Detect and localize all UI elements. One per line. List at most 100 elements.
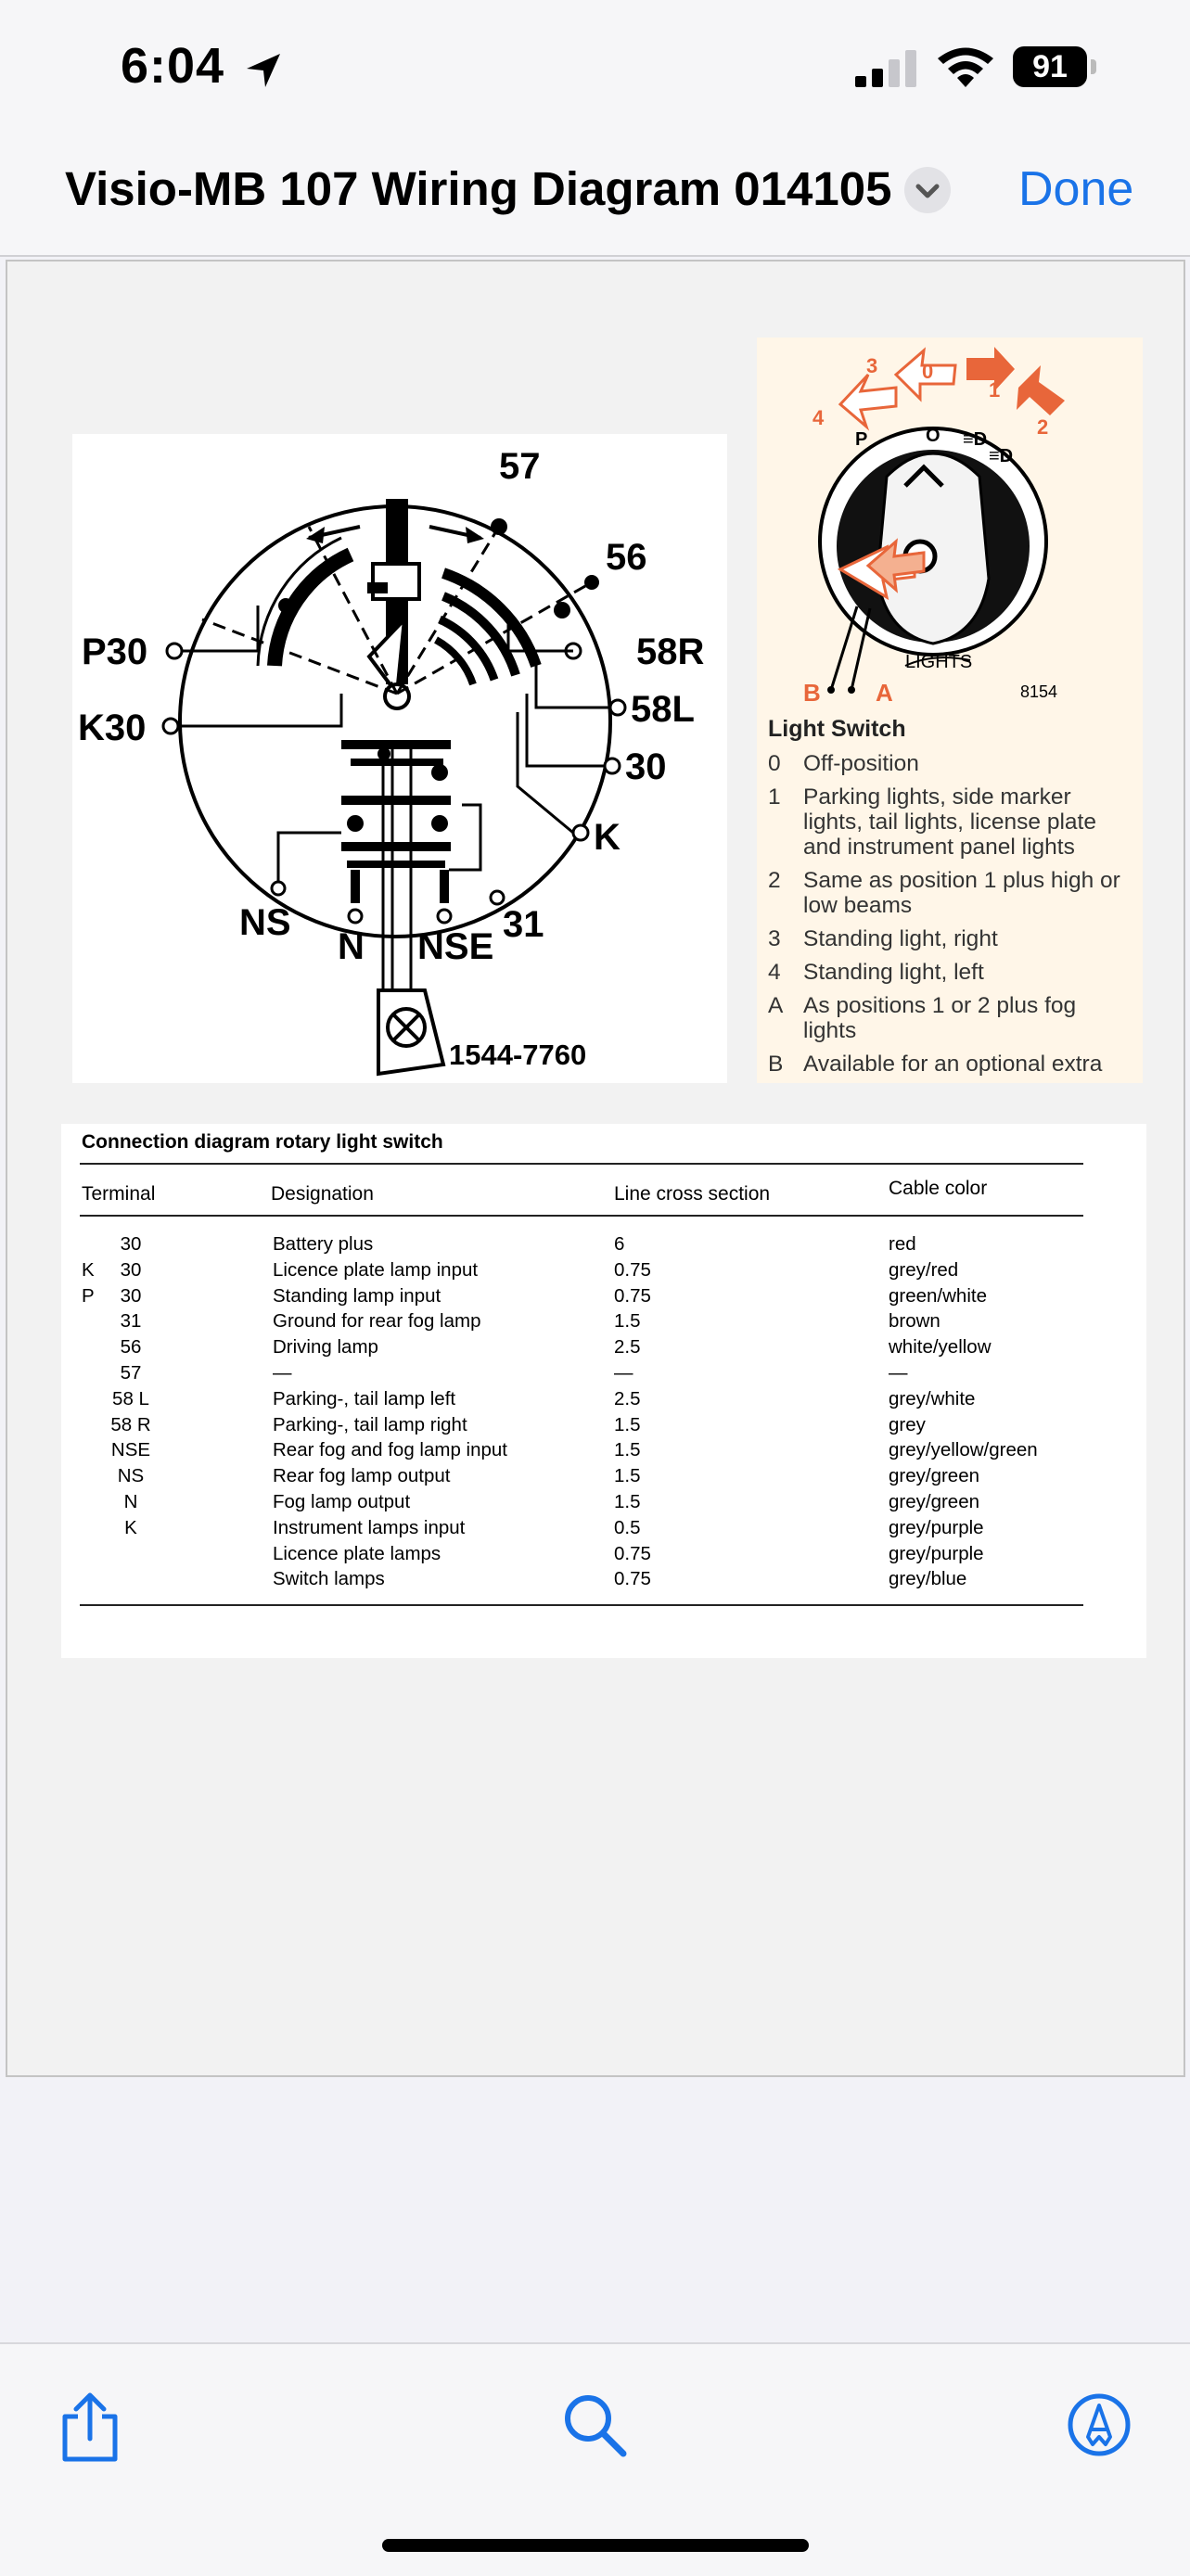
cell-designation: Fog lamp output xyxy=(273,1491,411,1512)
switch-position-2: 2 xyxy=(1037,415,1048,439)
terminal-k-label: K xyxy=(594,817,621,858)
header-terminal: Terminal xyxy=(82,1183,156,1205)
done-button[interactable]: Done xyxy=(1018,162,1134,216)
cell-color: grey/yellow/green xyxy=(889,1439,1038,1461)
bottom-toolbar xyxy=(0,2342,1190,2576)
terminal-56-label: 56 xyxy=(606,537,647,578)
cell-terminal: N xyxy=(123,1491,138,1512)
navigation-bar: Visio-MB 107 Wiring Diagram 014105 Done xyxy=(0,139,1190,257)
search-icon[interactable] xyxy=(560,2391,629,2459)
battery-indicator: 91 xyxy=(1013,46,1087,87)
dial-d2-marking: ≡D xyxy=(989,446,1013,466)
part-number-label: 1544-7760 xyxy=(449,1039,586,1071)
cell-cross: 0.75 xyxy=(614,1542,651,1564)
cell-color: green/white xyxy=(889,1284,987,1307)
terminal-n-label: N xyxy=(338,926,365,967)
table-rule-header xyxy=(80,1215,1083,1217)
cell-color: grey/blue xyxy=(889,1568,967,1590)
cell-terminal: NS xyxy=(117,1465,145,1487)
cell-designation: Standing lamp input xyxy=(273,1284,441,1307)
chevron-down-icon xyxy=(915,184,940,198)
cell-terminal: 30 xyxy=(120,1233,142,1255)
share-icon[interactable] xyxy=(58,2391,122,2465)
table-row: 57——— xyxy=(61,1362,1146,1388)
wifi-icon xyxy=(938,47,993,87)
light-switch-figure: 4 3 0 1 2 P O ≡D ≡D LIGHTS B A 8154 xyxy=(803,347,1065,707)
light-switch-title: Light Switch xyxy=(768,716,906,742)
cell-prefix: K xyxy=(82,1258,95,1281)
switch-position-1: 1 xyxy=(989,378,1000,402)
cell-designation: Battery plus xyxy=(273,1233,374,1255)
cell-color: grey/green xyxy=(889,1465,980,1487)
dial-b-marking: B xyxy=(803,679,821,707)
header-cross-section: Line cross section xyxy=(614,1183,771,1205)
cell-color: grey xyxy=(889,1413,926,1435)
cell-color: red xyxy=(889,1233,916,1255)
document-title[interactable]: Visio-MB 107 Wiring Diagram 014105 xyxy=(65,162,892,215)
table-row: N Fog lamp output 1.5 grey/green xyxy=(61,1491,1146,1517)
cell-cross: 1.5 xyxy=(614,1439,641,1461)
cell-cross: 0.5 xyxy=(614,1516,641,1538)
dial-lights-marking: LIGHTS xyxy=(905,652,972,672)
cell-terminal: 31 xyxy=(120,1310,142,1333)
cell-color: grey/purple xyxy=(889,1542,984,1564)
cell-designation: Instrument lamps input xyxy=(273,1516,466,1538)
dial-p-marking: P xyxy=(855,429,867,450)
cell-cross: 0.75 xyxy=(614,1258,651,1281)
battery-nub xyxy=(1091,59,1096,74)
cell-designation: Licence plate lamp input xyxy=(273,1258,479,1281)
cell-cross: 1.5 xyxy=(614,1465,641,1487)
cell-cross: 1.5 xyxy=(614,1310,641,1333)
title-menu-button[interactable] xyxy=(904,167,951,213)
light-switch-panel: 4 3 0 1 2 P O ≡D ≡D LIGHTS B A 8154 xyxy=(757,338,1143,1083)
cell-color: brown xyxy=(889,1310,940,1333)
cell-terminal: K xyxy=(124,1516,137,1538)
terminal-30-label: 30 xyxy=(625,746,667,787)
terminal-p30-label: P30 xyxy=(82,631,147,672)
cell-color: white/yellow xyxy=(889,1336,992,1358)
dial-d1-marking: ≡D xyxy=(963,429,987,450)
table-rule-top xyxy=(80,1163,1083,1165)
terminal-k30-label: K30 xyxy=(78,708,146,748)
cell-prefix: P xyxy=(82,1284,95,1307)
cellular-signal-icon xyxy=(855,50,916,87)
document-page: 57 56 58R 58L 30 K P30 K30 NS N NSE 31 1… xyxy=(6,260,1185,2077)
figure-code: 8154 xyxy=(1020,682,1057,701)
cell-designation: Parking-, tail lamp left xyxy=(273,1387,456,1409)
cell-color: grey/green xyxy=(889,1491,980,1512)
switch-position-0: 0 xyxy=(922,360,933,383)
terminal-nse-label: NSE xyxy=(417,926,493,967)
cell-terminal: 58 L xyxy=(112,1387,149,1409)
cell-cross: 6 xyxy=(614,1233,625,1255)
cell-designation: Switch lamps xyxy=(273,1568,385,1590)
cell-cross: 2.5 xyxy=(614,1387,641,1409)
markup-icon[interactable] xyxy=(1065,2391,1133,2459)
cell-terminal: 56 xyxy=(120,1336,142,1358)
cell-designation: — xyxy=(273,1362,292,1384)
cell-terminal: NSE xyxy=(110,1439,151,1461)
cell-cross: 2.5 xyxy=(614,1336,641,1358)
status-bar: 6:04 91 xyxy=(0,0,1190,139)
switch-position-3: 3 xyxy=(866,354,877,377)
cell-cross: 1.5 xyxy=(614,1491,641,1512)
wiring-diagram: 57 56 58R 58L 30 K P30 K30 NS N NSE 31 1… xyxy=(72,434,727,1083)
wiring-diagram-figure: 57 56 58R 58L 30 K P30 K30 NS N NSE 31 1… xyxy=(78,446,704,1077)
terminal-31-label: 31 xyxy=(503,904,544,945)
cell-terminal: 57 xyxy=(120,1362,142,1384)
cell-terminal: 58 R xyxy=(110,1413,151,1435)
home-indicator[interactable] xyxy=(382,2539,809,2552)
cell-terminal: 30 xyxy=(120,1258,142,1281)
header-designation: Designation xyxy=(271,1183,374,1205)
